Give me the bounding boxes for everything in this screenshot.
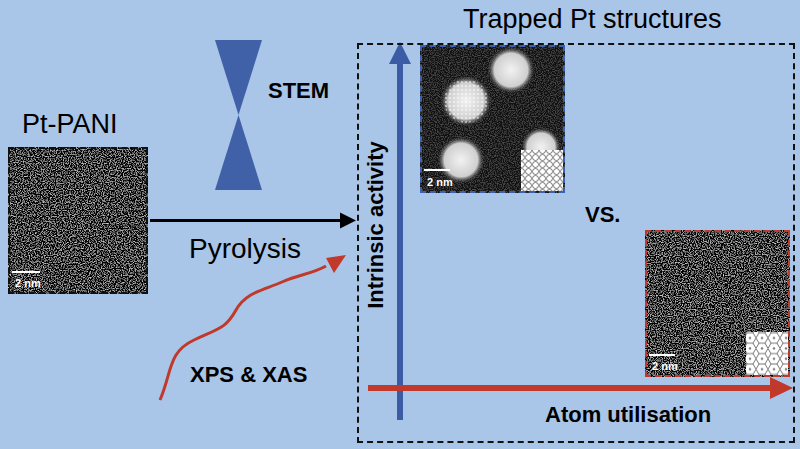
scale-label: 2 nm [652,360,678,372]
arrow-head [326,255,346,273]
arrow-line [150,219,342,222]
arrow-head [340,213,356,229]
stem-image [645,230,790,377]
utilisation-axis [368,385,772,391]
scale-bar [12,271,40,273]
panel-title: Trapped Pt structures [463,4,722,35]
technique-label: STEM [268,78,329,104]
axis-label: Intrinsic activity [363,141,389,309]
inset-model [746,332,788,375]
image-noise [420,45,565,193]
stem-image-box: Pt-PANI2 nm [8,147,148,294]
image-noise [645,230,790,377]
image-title: Pt-PANI [22,109,118,140]
xray-wave [160,266,326,400]
stem-image-box: 2 nm [420,45,565,193]
edge-label: Pyrolysis [189,233,301,265]
inset-model [521,150,563,191]
nanoparticle [440,75,492,127]
nanoparticle [487,46,535,94]
beam-cone [215,115,262,190]
image-noise [8,147,148,294]
scale-bar [649,354,675,356]
arrow-head [389,42,411,64]
comparison-label: VS. [585,202,620,228]
activity-axis [397,62,403,420]
inset-lattice [746,332,788,375]
structures-panel: Trapped Pt structures2 nm2 nm [357,43,795,443]
arrow-head [770,377,793,399]
scale-bar [424,169,450,171]
stem-image [420,45,565,193]
scale-label: 2 nm [427,176,453,188]
technique-label: XPS & XAS [190,362,307,388]
stem-image [8,147,148,294]
scale-label: 2 nm [15,277,41,289]
axis-label: Atom utilisation [545,402,711,428]
flow-arrow [150,213,356,229]
inset-lattice [521,150,563,191]
stem-image-box: 2 nm [645,230,790,377]
beam-cone [215,40,262,115]
particle-lattice [440,75,492,127]
